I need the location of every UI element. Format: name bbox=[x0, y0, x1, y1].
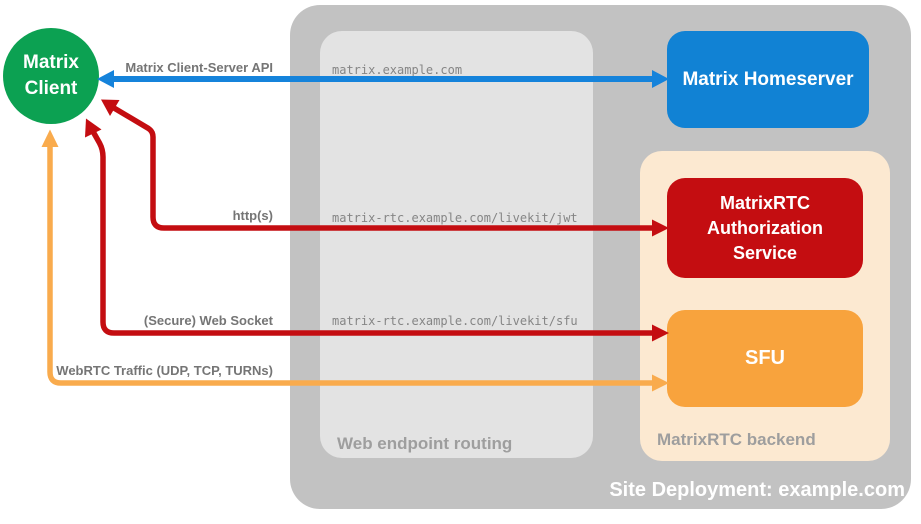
websocket-label: (Secure) Web Socket bbox=[143, 313, 273, 328]
web-endpoint-routing-label: Web endpoint routing bbox=[337, 434, 513, 453]
client-server-api-label: Matrix Client-Server API bbox=[125, 60, 273, 75]
homeserver-endpoint-url: matrix.example.com bbox=[332, 63, 463, 77]
sfu-label: SFU bbox=[745, 347, 785, 369]
matrix-client-label-line1: Matrix bbox=[23, 52, 79, 73]
matrix-client-node: Matrix Client bbox=[3, 28, 99, 124]
site-deployment-label: Site Deployment: example.com bbox=[609, 479, 905, 501]
sfu-endpoint-url: matrix-rtc.example.com/livekit/sfu bbox=[332, 314, 578, 328]
https-label: http(s) bbox=[232, 208, 273, 223]
sfu-node: SFU bbox=[667, 310, 863, 407]
auth-label-line2: Authorization bbox=[707, 217, 823, 238]
matrix-homeserver-node: Matrix Homeserver bbox=[667, 31, 869, 128]
web-endpoint-routing-panel bbox=[320, 31, 593, 458]
auth-label-line3: Service bbox=[732, 242, 798, 263]
webrtc-traffic-label: WebRTC Traffic (UDP, TCP, TURNs) bbox=[56, 363, 273, 378]
jwt-endpoint-url: matrix-rtc.example.com/livekit/jwt bbox=[332, 211, 578, 225]
matrix-client-label-line2: Client bbox=[24, 78, 78, 99]
matrix-homeserver-label: Matrix Homeserver bbox=[682, 68, 854, 90]
auth-label-line1: MatrixRTC bbox=[719, 192, 810, 213]
matrixrtc-backend-label: MatrixRTC backend bbox=[657, 430, 816, 449]
matrixrtc-auth-service-node: MatrixRTC Authorization Service bbox=[667, 178, 863, 278]
